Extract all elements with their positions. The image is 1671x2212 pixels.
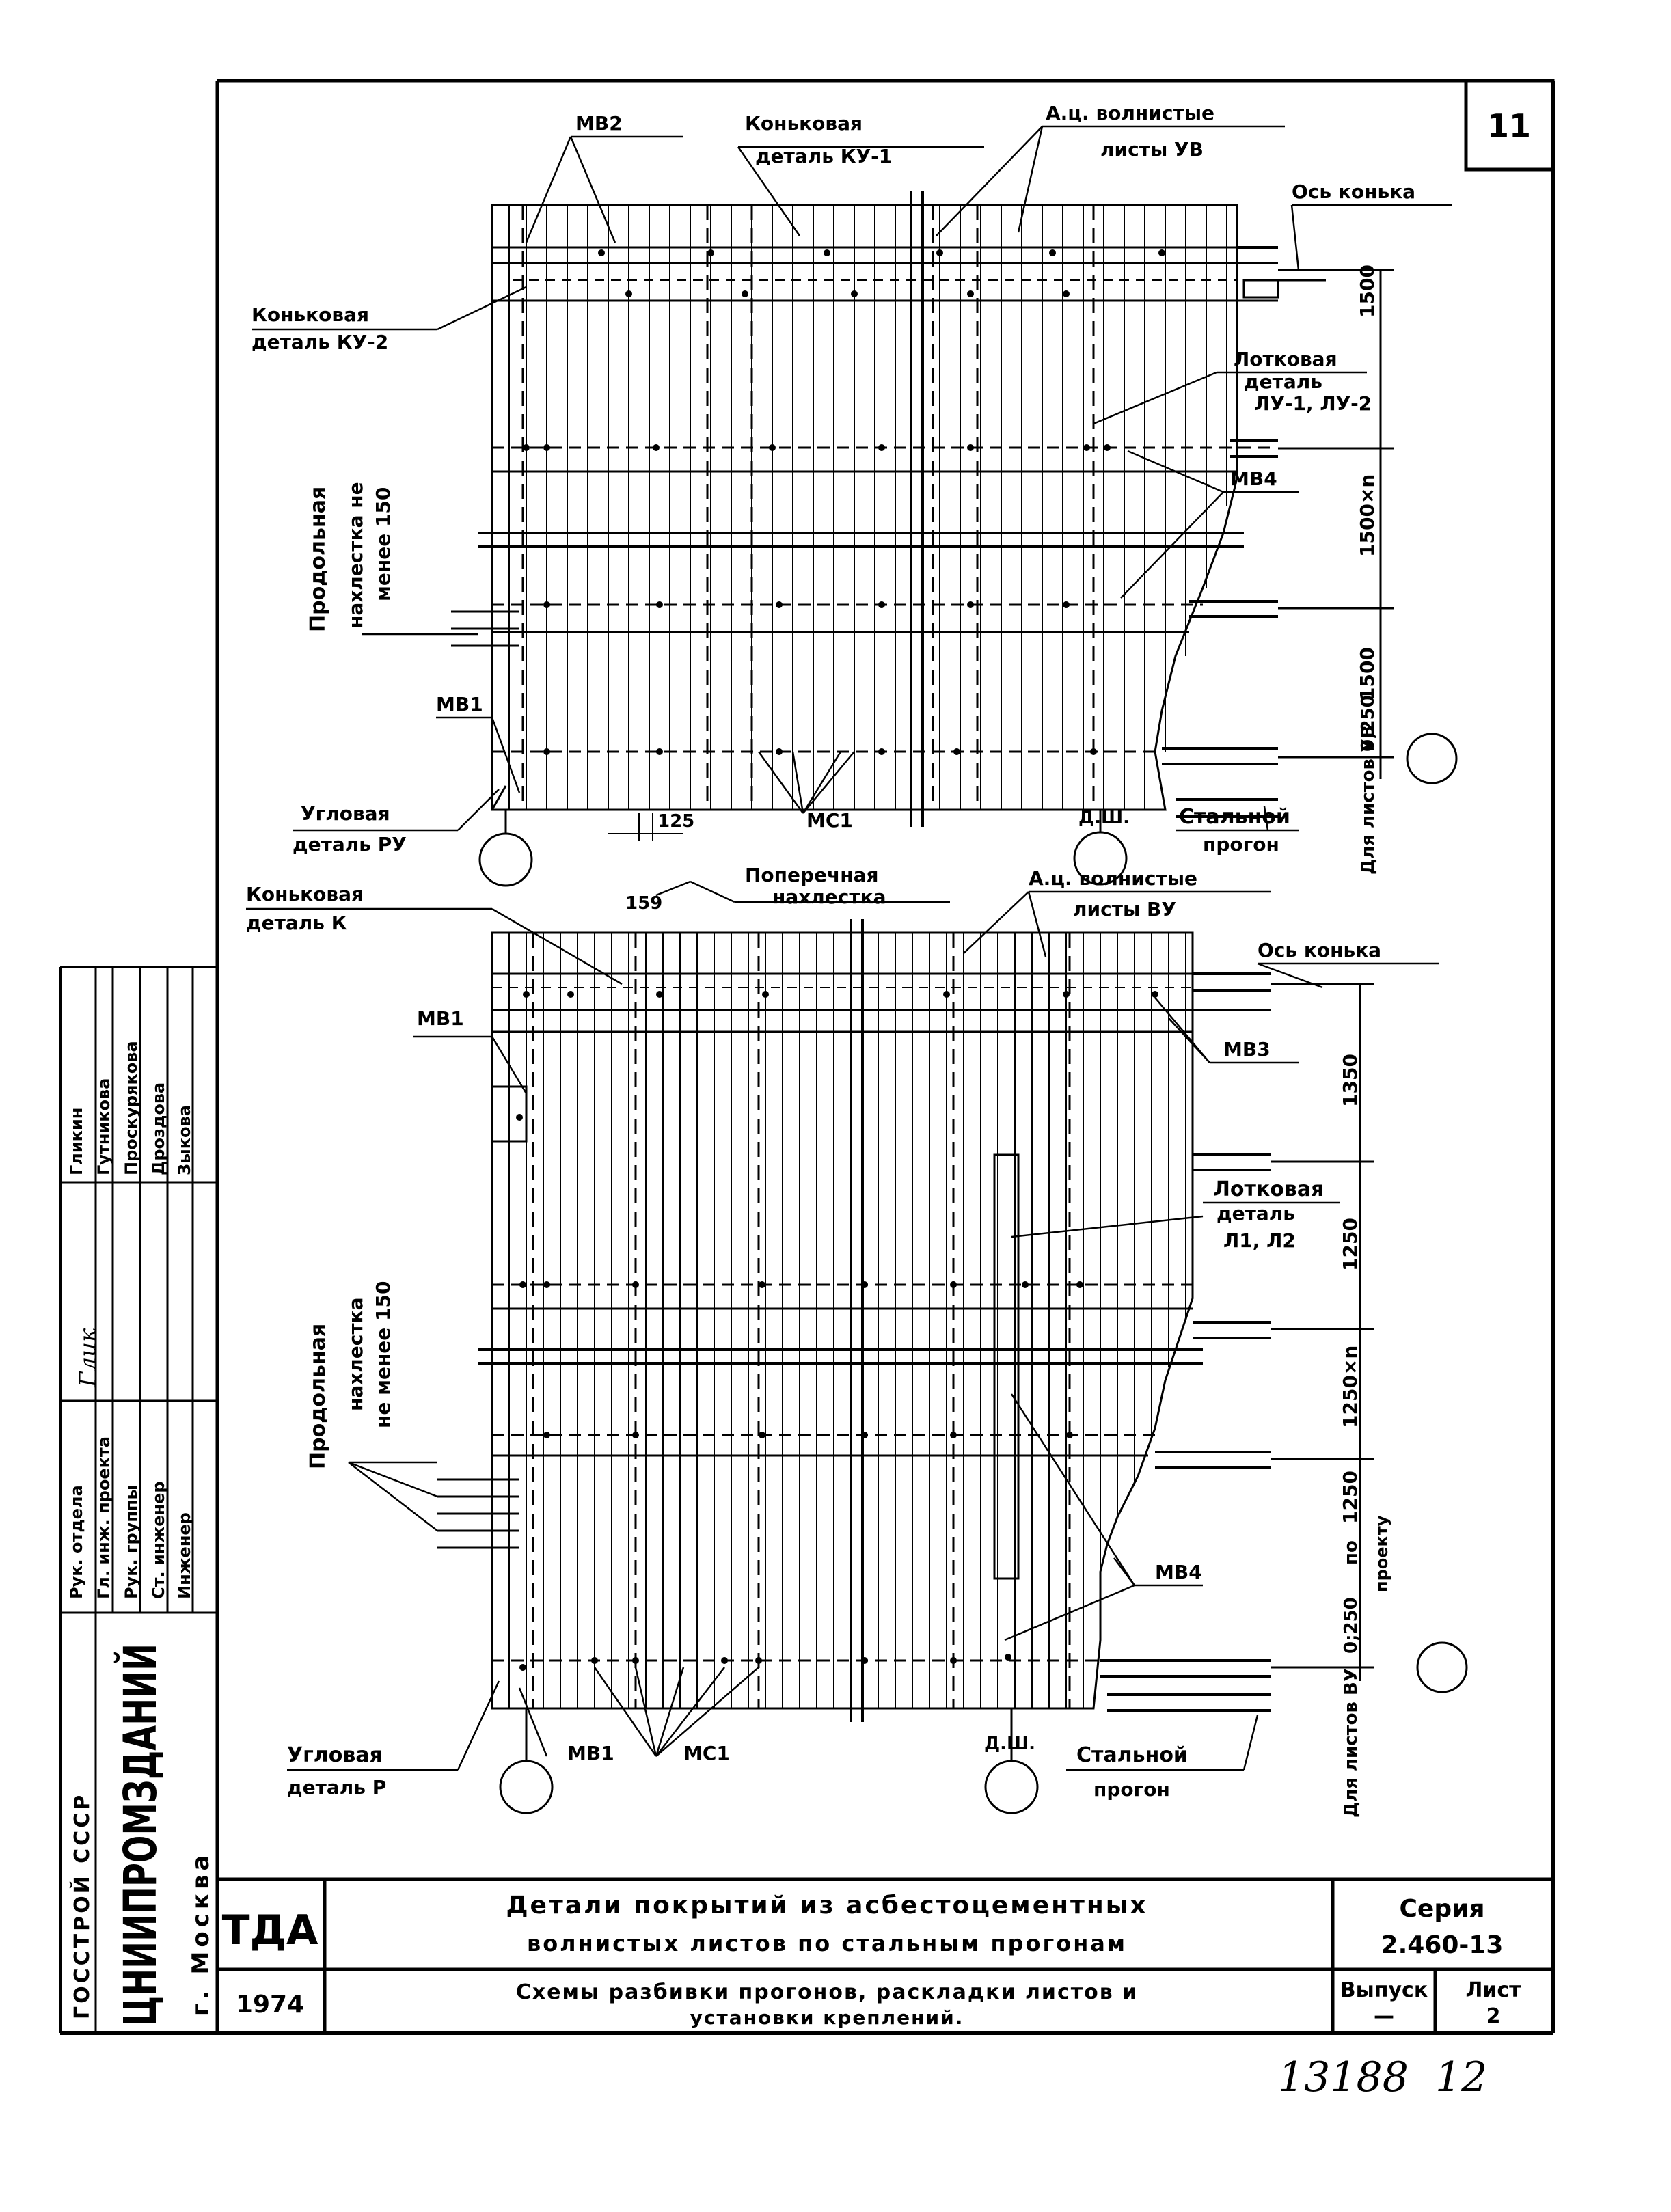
label-ac-sheets-vu-b: листы ВУ (1073, 898, 1176, 920)
stamp-name-2: Гутникова (94, 1078, 113, 1175)
label-mv1-top: МВ1 (417, 1007, 464, 1030)
label-gutter-detail-2: деталь (1244, 370, 1322, 393)
label-transverse-b: нахлестка (772, 886, 886, 908)
side-stamp: ГОССТРОЙ СССР ЦНИИПРОМЗДАНИЙ г. Москва Р… (60, 967, 217, 2033)
sheet-frame (59, 79, 1555, 2035)
title-line-2: волнистых листов по стальным прогонам (527, 1930, 1127, 1956)
dim-1500-a: 1500 (1356, 264, 1378, 318)
dim-1250-a: 1250 (1339, 1218, 1361, 1271)
issue-label: Выпуск (1340, 1978, 1428, 2002)
label-mc1: МС1 (806, 809, 853, 832)
label-ac-sheets-uv: листы УВ (1100, 138, 1204, 161)
label-ridge-axis: Ось конька (1292, 180, 1415, 203)
label-gutter-detail: Лотковая (1234, 348, 1337, 370)
label-mv4: МВ4 (1230, 467, 1277, 490)
label-gutter-l-b: деталь (1217, 1202, 1295, 1225)
title-year: 1974 (236, 1991, 304, 2019)
sheet-value: 2 (1486, 2004, 1501, 2028)
subtitle-line-2: установки креплений. (690, 2006, 964, 2029)
label-longitudinal-1: Продольная (306, 487, 330, 632)
stamp-name-5: Зыкова (175, 1105, 194, 1175)
sheet-label: Лист (1465, 1978, 1521, 2002)
label-ridge-detail-k-b: деталь К (246, 912, 347, 934)
label-mv1: МВ1 (436, 693, 483, 715)
label-mv2: МВ2 (575, 112, 623, 135)
label-transverse-a: Поперечная (745, 864, 878, 886)
archive-number: 13188 (1278, 2053, 1409, 2101)
label-ridge-detail-k-a: Коньковая (246, 883, 364, 905)
label-gutter-detail-3: ЛУ-1, ЛУ-2 (1254, 392, 1372, 415)
label-ridge-detail: Коньковая (745, 112, 862, 135)
stamp-role-5: Инженер (175, 1512, 194, 1599)
dim-note-uv: Для листов УВ (1358, 725, 1378, 875)
sheet-number-box: 11 (1464, 79, 1555, 172)
label-ridge-detail-ku1: деталь КУ-1 (755, 145, 892, 167)
label-dsh: Д.Ш. (1078, 808, 1130, 828)
stamp-org-name: ЦНИИПРОМЗДАНИЙ (113, 1643, 167, 2026)
stamp-name-1: Гликин (67, 1108, 86, 1175)
series-label: Серия (1400, 1895, 1485, 1923)
title-block: ТДА 1974 Детали покрытий из асбестоцемен… (217, 1877, 1553, 2033)
dim-1250-b: 1250 (1339, 1471, 1361, 1524)
label-longitudinal-b-2: нахлестка (344, 1297, 367, 1411)
title-logo: ТДА (222, 1907, 318, 1954)
label-mv3: МВ3 (1223, 1038, 1271, 1061)
label-dim-159: 159 (625, 893, 662, 914)
dim-proektu: проекту (1372, 1515, 1391, 1592)
stamp-role-2: Гл. инж. проекта (94, 1436, 113, 1599)
sheet-number: 11 (1487, 107, 1531, 144)
archive-page: 12 (1435, 2053, 1487, 2101)
issue-value: — (1374, 2004, 1394, 2028)
label-mv1-bottom: МВ1 (567, 1742, 614, 1764)
label-steel-purlin-b: прогон (1203, 833, 1279, 856)
title-line-1: Детали покрытий из асбестоцементных (506, 1892, 1147, 1920)
stamp-role-4: Ст. инженер (149, 1481, 168, 1599)
subtitle-line-1: Схемы разбивки прогонов, раскладки листо… (516, 1980, 1138, 2004)
stamp-role-1: Рук. отдела (67, 1485, 86, 1599)
label-steel-purlin-a: Стальной (1179, 805, 1290, 829)
label-gutter-l-c: Л1, Л2 (1223, 1229, 1296, 1252)
label-longitudinal-b-1: Продольная (306, 1324, 330, 1469)
label-gutter-l-a: Лотковая (1213, 1177, 1324, 1201)
stamp-name-4: Дроздова (149, 1082, 168, 1175)
label-steel-purlin-bottom-b: прогон (1093, 1778, 1170, 1801)
dim-1500-b: 1500 (1356, 647, 1378, 700)
series-value: 2.460-13 (1381, 1931, 1504, 1959)
label-corner-p-a: Угловая (287, 1743, 383, 1767)
label-mv4-bottom: МВ4 (1155, 1561, 1202, 1583)
label-longitudinal-b-3: не менее 150 (372, 1281, 394, 1428)
dim-1250xn: 1250×n (1339, 1346, 1361, 1428)
label-ridge-detail-ku2-a: Коньковая (252, 303, 369, 326)
label-longitudinal-3: менее 150 (372, 487, 394, 601)
label-corner-detail-a: Угловая (301, 802, 390, 825)
label-ac-sheets-vu-a: А.ц. волнистые (1029, 867, 1197, 890)
dim-0-250-b: 0;250 (1341, 1597, 1361, 1654)
dim-po: по (1341, 1540, 1361, 1565)
label-corner-p-b: деталь Р (287, 1776, 386, 1799)
label-longitudinal-2: нахлестка не (344, 482, 367, 629)
label-corner-detail-b: деталь РУ (293, 833, 407, 856)
label-dsh-bottom: Д.Ш. (984, 1734, 1035, 1754)
label-steel-purlin-bottom-a: Стальной (1076, 1743, 1188, 1767)
dim-1500xn: 1500×n (1356, 474, 1378, 557)
label-ridge-detail-ku2-b: деталь КУ-2 (252, 331, 388, 353)
stamp-role-3: Рук. группы (122, 1485, 141, 1599)
label-ac-sheets: А.ц. волнистые (1046, 102, 1214, 124)
label-ridge-axis-bottom: Ось конька (1258, 939, 1381, 961)
dim-0-250: 0;250 (1358, 695, 1378, 752)
top-roof-diagram: МВ2 Коньковая деталь КУ-1 А.ц. волнистые… (252, 102, 1458, 887)
bottom-roof-diagram: Поперечная нахлестка 159 Коньковая детал… (246, 864, 1468, 1818)
stamp-signatures: Глик (74, 1328, 102, 1388)
label-mc1-bottom: МС1 (683, 1742, 730, 1764)
label-dim-125: 125 (657, 811, 694, 832)
stamp-name-3: Проскурякова (122, 1041, 141, 1175)
dim-note-vu: Для листов ВУ (1341, 1668, 1361, 1818)
stamp-org-city: г. Москва (187, 1851, 215, 2016)
stamp-org-top: ГОССТРОЙ СССР (70, 1792, 94, 2019)
dim-1350: 1350 (1339, 1054, 1361, 1107)
